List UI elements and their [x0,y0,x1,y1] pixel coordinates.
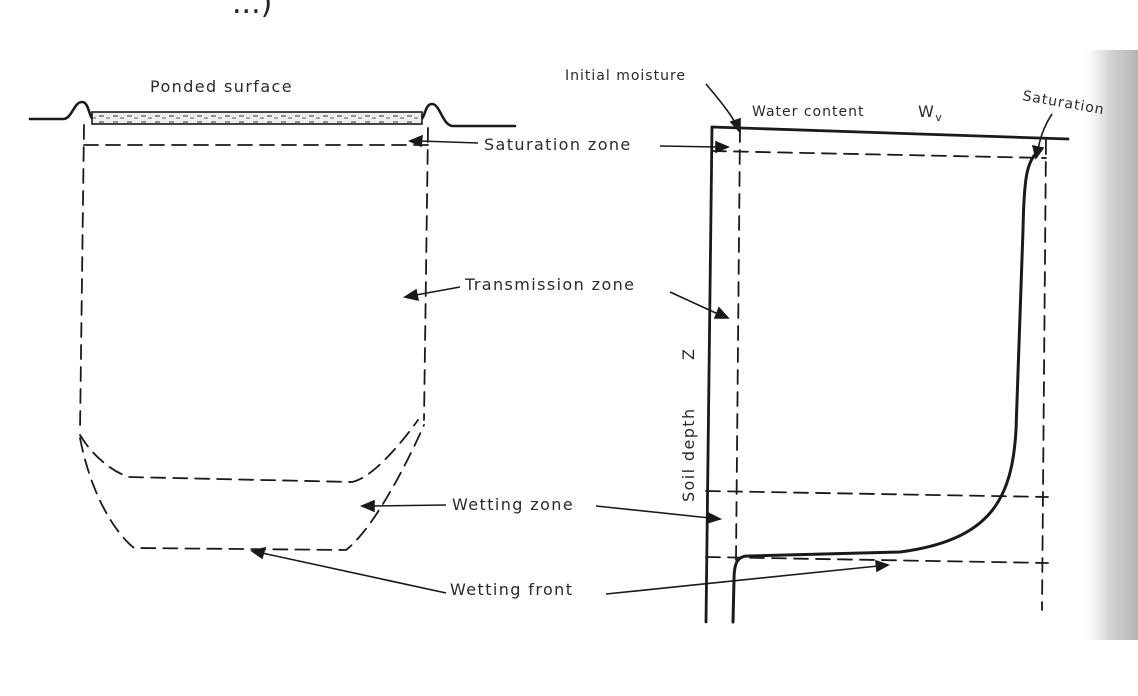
saturation-zone-label: Saturation zone [484,135,632,154]
arrow-saturation-right-head [715,140,731,154]
arrow-wetting-zone-right-head [706,511,723,525]
ponded-surface-label: Ponded surface [150,77,293,96]
arrow-wetting-front-right-head [875,559,890,573]
wetting-front-label: Wetting front [450,580,573,599]
arrow-wetting-front-left [261,552,447,594]
initial-moisture-dashed [735,127,741,561]
arrow-transmission-left-head [402,288,420,302]
soil-depth-symbol: Z [679,348,698,360]
initial-moisture-label: Initial moisture [565,68,686,84]
wetting-front-depth-dashed [705,556,1049,564]
arrow-saturation-left-head [407,134,423,148]
water-content-axis [710,125,1070,141]
arrow-saturation-right [659,145,719,148]
page-edge-shadow [1078,50,1138,640]
arrow-transmission-right-head [713,306,730,319]
arrow-saturation-top [1037,113,1053,151]
ponded-water [91,111,423,125]
moisture-profile-curve [731,148,1042,624]
arrow-transmission-left [415,286,461,296]
top-cut-text: ...) [232,0,272,21]
water-content-symbol-main: W [918,102,935,121]
saturation-zone-depth-dashed [711,150,1047,159]
water-content-symbol: Wv [918,102,943,124]
wetting-front-boundary [79,424,425,551]
arrow-wetting-zone-right [595,505,711,519]
arrow-wetting-zone-left [371,504,447,507]
water-content-symbol-subscript: v [935,111,943,124]
soil-depth-label: Soil depth [679,408,698,503]
arrow-wetting-front-right [605,565,879,595]
water-content-label: Water content [752,104,864,120]
wetting-zone-label: Wetting zone [452,495,574,514]
saturation-dashed [1041,139,1047,611]
wetting-zone-top-dashed [705,490,1049,498]
arrow-saturation-left [419,140,479,144]
arrow-wetting-front-left-head [250,546,267,560]
moisture-profile-graph [704,125,1070,624]
transmission-zone-label: Transmission zone [464,275,635,294]
arrow-initial-moisture [705,83,737,125]
soil-depth-axis [704,125,714,624]
transmission-zone-lower-boundary [79,419,419,483]
arrow-wetting-zone-left-head [359,499,375,513]
annotation-arrows [250,83,1053,595]
right-side-dashed [423,127,429,421]
arrow-initial-moisture-head [729,117,741,135]
left-profile-diagram [28,100,517,551]
left-side-dashed [79,124,85,433]
